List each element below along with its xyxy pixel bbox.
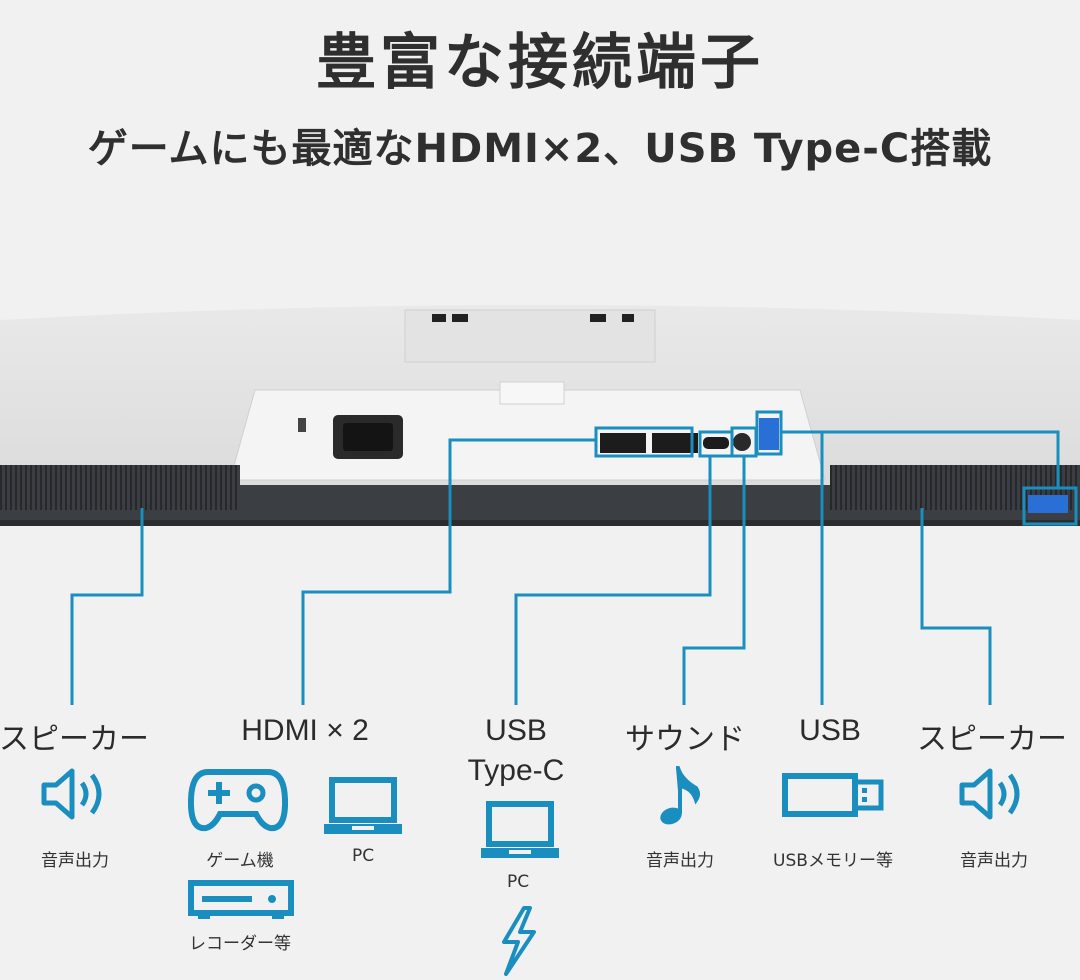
gamepad-icon — [187, 766, 289, 838]
speaker-left-label: スピーカー — [0, 723, 149, 756]
sound-sub: 音声出力 — [646, 851, 714, 871]
hdmi-game-sub: ゲーム機 — [206, 851, 274, 871]
monitor-rear-illustration — [0, 290, 1080, 560]
usbc-label-line1: USB — [485, 714, 547, 747]
recorder-icon — [188, 880, 294, 926]
speaker-icon — [958, 765, 1030, 827]
lightning-icon — [496, 906, 540, 980]
speaker-right-label: スピーカー — [917, 723, 1067, 756]
laptop-icon — [322, 776, 404, 842]
usbc-sub: PC — [506, 872, 530, 892]
laptop-icon — [479, 800, 561, 866]
usb-stick-icon — [781, 770, 885, 824]
usb-label: USB — [799, 714, 861, 747]
hdmi-recorder-sub: レコーダー等 — [189, 934, 291, 954]
hdmi-label: HDMI × 2 — [241, 714, 369, 747]
hdmi-pc-sub: PC — [351, 846, 375, 866]
page-title: 豊富な接続端子 — [316, 28, 764, 98]
page-subtitle: ゲームにも最適なHDMI×2、USB Type-C搭載 — [87, 126, 993, 172]
sound-label: サウンド — [625, 723, 745, 756]
music-note-icon — [656, 764, 704, 832]
usb-sub: USBメモリー等 — [773, 851, 893, 871]
usbc-label-line2: Type-C — [467, 754, 565, 787]
speaker-right-sub: 音声出力 — [960, 851, 1028, 871]
speaker-left-sub: 音声出力 — [41, 851, 109, 871]
speaker-icon — [40, 765, 112, 827]
